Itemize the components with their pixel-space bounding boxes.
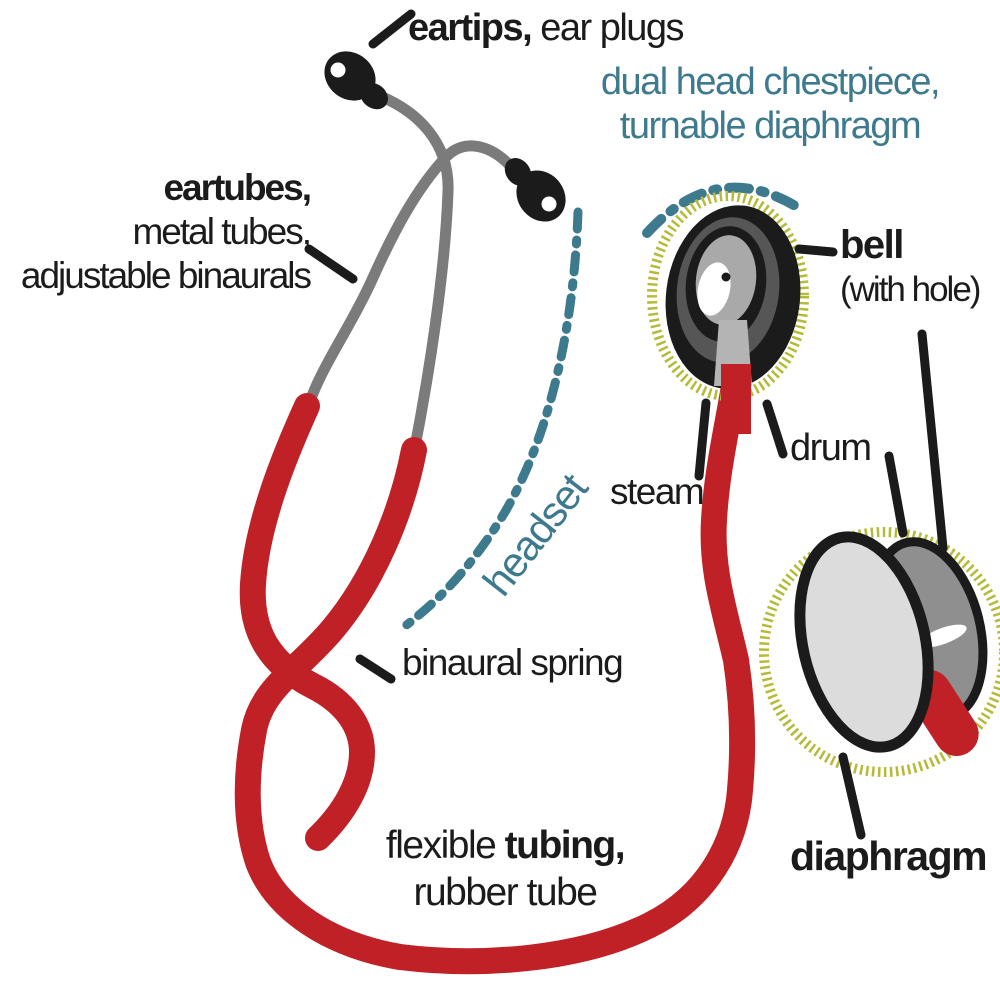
eartip-left <box>324 51 388 110</box>
chestpiece-side-view <box>759 527 1000 777</box>
tubing-label-bold: tubing, <box>504 824 626 867</box>
diaphragm-tick-ring <box>759 527 1000 777</box>
binaural-spring-leader-line <box>355 654 396 684</box>
chestpiece-label-line2: turnable diaphragm <box>619 105 922 147</box>
steam-leader-line <box>694 398 711 481</box>
eartubes-label-line2: metal tubes, <box>132 211 312 252</box>
eartubes-label-line3: adjustable binaurals <box>20 255 312 296</box>
eartubes-label: eartubes, metal tubes, adjustable binaur… <box>0 166 312 298</box>
diaphragm-label: diaphragm <box>790 833 988 879</box>
diaphragm-face <box>794 531 934 753</box>
diaphragm-leader-line <box>838 752 866 840</box>
chestpiece-dashed-arc <box>642 182 802 238</box>
bell-label-bold: bell <box>840 223 904 267</box>
eartubes-label-line1: eartubes, <box>163 167 312 208</box>
tubing-label-pre: flexible <box>385 824 505 867</box>
chestpiece-label-line1: dual head chestpiece, <box>600 61 941 103</box>
chestpiece-top-view <box>647 191 809 434</box>
eartips-leader-line <box>368 9 416 49</box>
chestpiece-label: dual head chestpiece, turnable diaphragm <box>560 60 980 148</box>
bell-hole <box>721 272 731 282</box>
eartips-label: eartips, ear plugs <box>408 7 685 49</box>
drum-sideview-leader-line <box>884 451 908 538</box>
with-hole-leader-line <box>917 329 948 553</box>
headset-dashed-curve <box>395 207 583 635</box>
eartube-right-metal-tube <box>301 140 520 416</box>
bell-label: bell (with hole) <box>840 223 981 310</box>
eartips-label-rest: ear plugs <box>531 7 684 49</box>
eartip-right <box>504 158 566 222</box>
bell-leader-line <box>794 244 838 257</box>
eartube-left-metal-tube <box>366 87 454 458</box>
eartubes-leader-line <box>304 244 358 284</box>
flexible-tubing-main <box>234 367 756 975</box>
drum-leader-line <box>762 399 788 459</box>
tubing-label: flexible tubing, rubber tube <box>320 822 690 916</box>
binaural-spring-label: binaural spring <box>402 642 624 683</box>
eartips-label-bold: eartips, <box>408 7 533 49</box>
tubing-label-line2: rubber tube <box>413 871 598 914</box>
steam-label: steam <box>610 471 705 512</box>
drum-label: drum <box>790 427 872 469</box>
bell-label-rest: (with hole) <box>840 270 981 310</box>
